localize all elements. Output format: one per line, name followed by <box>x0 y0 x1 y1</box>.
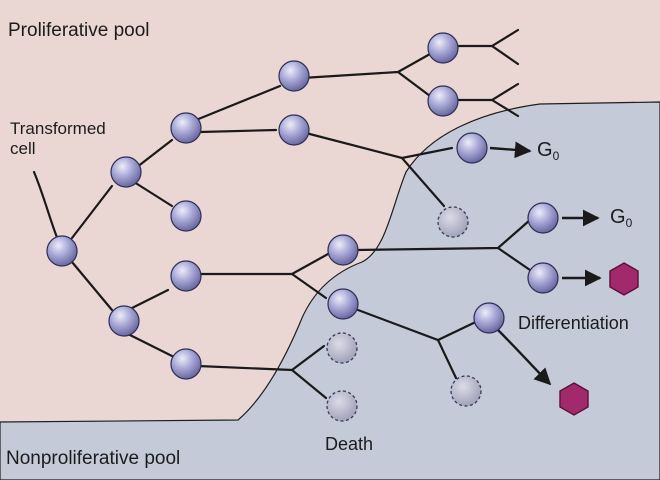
differentiation-label: Differentiation <box>518 313 629 333</box>
g0-lower-subscript: 0 <box>625 216 633 230</box>
g0-upper-base: G <box>537 139 553 161</box>
cell-gen4-b <box>427 85 459 117</box>
cell-gen3-d <box>327 288 359 320</box>
cell-gen3-c <box>327 234 359 266</box>
g0-lower-label: G0 <box>610 206 632 230</box>
cell-gen2-c <box>170 260 202 292</box>
transformed-cell-label-line2: cell <box>10 139 36 158</box>
dead-cells <box>326 206 482 422</box>
nonproliferative-region <box>0 101 660 480</box>
nonproliferative-pool-label: Nonproliferative pool <box>6 448 181 469</box>
g0-lower-base: G <box>610 206 626 228</box>
cell-gen3-a <box>278 60 310 92</box>
living-cells <box>46 32 559 380</box>
cell-gen1-lower <box>108 305 140 337</box>
death-label: Death <box>325 434 374 454</box>
proliferative-pool-label: Proliferative pool <box>8 20 150 41</box>
transformed-cell <box>46 235 78 267</box>
arrow-to-differentiated-lower <box>497 329 552 386</box>
cell-gen4-a <box>427 32 459 64</box>
cell-gen2-d <box>170 348 202 380</box>
dead-cell-mid <box>326 332 358 364</box>
arrow-to-g0-upper <box>489 141 532 159</box>
cell-gen2-b <box>170 200 202 232</box>
transformed-cell-label: Transformed cell <box>10 119 106 159</box>
dead-cell-upper <box>437 206 469 238</box>
transformed-cell-label-line1: Transformed <box>10 119 106 138</box>
differentiated-cells <box>559 262 639 416</box>
cell-gen3-b <box>278 114 310 146</box>
differentiated-cell-lower <box>559 382 589 416</box>
g0-upper-subscript: 0 <box>552 149 560 163</box>
dead-cell-lower <box>326 390 358 422</box>
differentiated-cell-upper <box>609 262 639 296</box>
dead-cell-right <box>450 375 482 407</box>
cell-gen1-upper <box>110 156 142 188</box>
cell-differentiating-upper <box>527 262 559 294</box>
cell-differentiating-lower <box>473 302 505 334</box>
fate-arrows <box>489 141 602 386</box>
cell-gen2-a <box>170 112 202 144</box>
cell-quiescent-lower <box>527 202 559 234</box>
lineage-lines <box>32 28 532 400</box>
cell-quiescent-upper <box>456 132 488 164</box>
g0-upper-label: G0 <box>537 139 559 163</box>
